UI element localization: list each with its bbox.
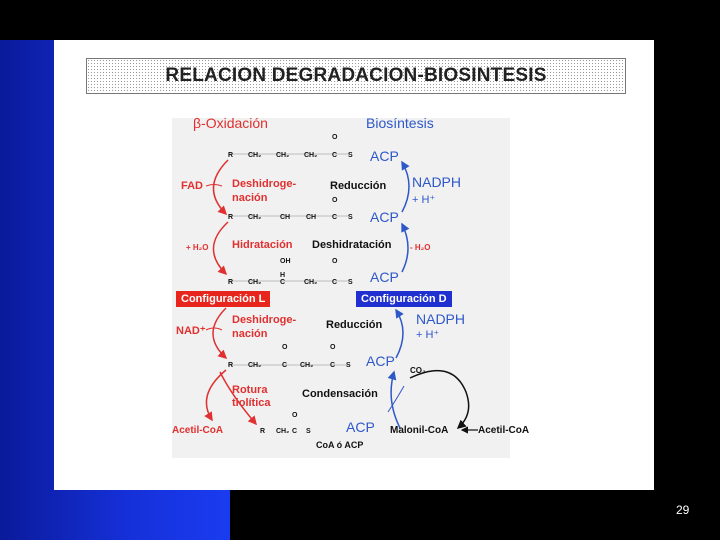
chem-o-3: O xyxy=(332,258,338,265)
dehydrogenation-1-line1: Deshidroge- xyxy=(232,178,297,190)
chem-ch2-1c: CH₂ xyxy=(304,152,318,159)
chem-o-5: O xyxy=(292,412,298,419)
chem-ch-2b: CH xyxy=(306,214,317,221)
chem-r-1: R xyxy=(228,152,234,159)
config-d-badge: Configuración D xyxy=(356,291,452,307)
plus-h2o-label: + H₂O xyxy=(186,243,209,252)
beta-oxidation-header: β-Oxidación xyxy=(193,115,268,131)
acp-label-1: ACP xyxy=(370,148,399,164)
chem-s-5: S xyxy=(306,428,311,435)
chem-c-1: C xyxy=(332,152,338,159)
chem-s-3: S xyxy=(348,279,353,286)
title-box: RELACION DEGRADACION-BIOSINTESIS xyxy=(86,58,626,94)
condensation-label: Condensación xyxy=(302,388,378,400)
chem-h-3: H xyxy=(280,272,286,279)
minus-h2o-label: - H₂O xyxy=(410,243,431,252)
chem-ch2-2: CH₂ xyxy=(248,214,262,221)
dehydration-label: Deshidratación xyxy=(312,239,392,251)
slide-title: RELACION DEGRADACION-BIOSINTESIS xyxy=(165,65,547,86)
red-arrow-2 xyxy=(212,221,229,276)
chem-c-2: C xyxy=(332,214,338,221)
chem-ch2-5: CH₂ xyxy=(276,428,290,435)
chem-o-2: O xyxy=(332,197,338,204)
nadph-label-2: NADPH xyxy=(416,311,466,327)
page-number: 29 xyxy=(676,503,690,517)
nad-plus-label: NAD⁺ xyxy=(176,325,206,337)
coa-or-acp-label: CoA ó ACP xyxy=(316,440,364,450)
dehydrogenation-2-line2: nación xyxy=(232,328,268,340)
dehydrogenation-1-line2: nación xyxy=(232,192,268,204)
red-arrow-3 xyxy=(212,307,228,360)
chem-oh-3: OH xyxy=(280,258,291,265)
chem-ch2-4b: CH₂ xyxy=(300,362,314,369)
chem-c-3b: C xyxy=(332,279,338,286)
malonyl-coa-label: Malonil-CoA xyxy=(390,425,449,436)
chem-ch2-1b: CH₂ xyxy=(276,152,290,159)
chem-ch2-1a: CH₂ xyxy=(248,152,262,159)
co2-label: CO₂ xyxy=(410,366,426,375)
chem-c-4b: C xyxy=(330,362,336,369)
background-bottom-bar xyxy=(230,492,720,540)
dehydrogenation-2-line1: Deshidroge- xyxy=(232,314,297,326)
chem-c-4a: C xyxy=(282,362,288,369)
chem-r-5: R xyxy=(260,428,266,435)
diagram-panel xyxy=(172,118,510,458)
chem-ch-2a: CH xyxy=(280,214,291,221)
red-arrow-5 xyxy=(219,371,257,426)
chem-s-2: S xyxy=(348,214,353,221)
chem-o-4b: O xyxy=(330,344,336,351)
chem-r-2: R xyxy=(228,214,234,221)
config-l-badge: Configuración L xyxy=(176,291,271,307)
chem-c-5: C xyxy=(292,428,298,435)
chem-r-4: R xyxy=(228,362,234,369)
slide: RELACION DEGRADACION-BIOSINTESIS xyxy=(54,40,654,490)
thiolytic-line2: tiolítica xyxy=(232,397,271,409)
red-arrow-1 xyxy=(212,159,229,216)
reduction-label-1: Reducción xyxy=(330,180,387,192)
chem-s-1: S xyxy=(348,152,353,159)
acetyl-coa-left: Acetil-CoA xyxy=(172,425,224,436)
blue-arrow-2 xyxy=(401,222,410,273)
chem-o-4a: O xyxy=(282,344,288,351)
chem-s-4: S xyxy=(346,362,351,369)
fad-label: FAD xyxy=(181,180,203,192)
chem-c-3: C xyxy=(280,279,286,286)
chem-r-3: R xyxy=(228,279,234,286)
chem-ch2-4a: CH₂ xyxy=(248,362,262,369)
blue-arrow-3 xyxy=(395,308,404,359)
blue-arrow-1 xyxy=(401,160,410,213)
hydration-label: Hidratación xyxy=(232,239,293,251)
acp-label-4: ACP xyxy=(366,353,395,369)
reduction-label-2: Reducción xyxy=(326,319,383,331)
acp-label-5: ACP xyxy=(346,419,375,435)
thiolytic-line1: Rotura xyxy=(232,384,268,396)
acp-label-3: ACP xyxy=(370,269,399,285)
biosynthesis-header: Biosíntesis xyxy=(366,115,434,131)
blue-arrow-4 xyxy=(387,370,401,429)
acp-label-2: ACP xyxy=(370,209,399,225)
nadph-label-1: NADPH xyxy=(412,174,462,190)
chem-ch2-3a: CH₂ xyxy=(248,279,262,286)
chem-o-1: O xyxy=(332,134,338,141)
chem-ch2-3b: CH₂ xyxy=(304,279,318,286)
h-plus-label-2: + H⁺ xyxy=(416,329,440,341)
acetyl-coa-right: Acetil-CoA xyxy=(478,425,530,436)
co2-loop-arrow xyxy=(409,369,470,429)
h-plus-label-1: + H⁺ xyxy=(412,194,436,206)
